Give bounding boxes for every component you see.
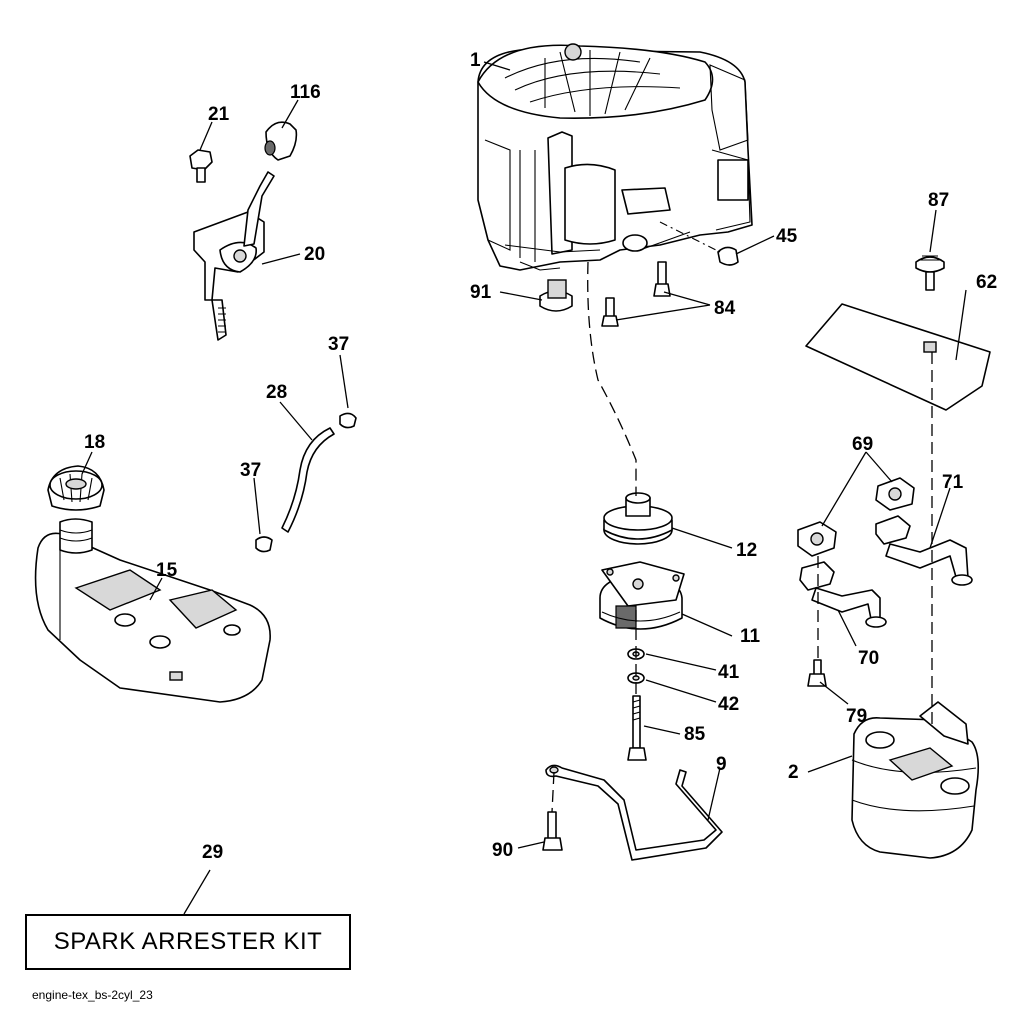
callout-12: 12 bbox=[736, 540, 757, 561]
callout-20: 20 bbox=[304, 244, 325, 265]
fuel-cap-part bbox=[47, 465, 105, 511]
electric-clutch-part bbox=[599, 561, 685, 630]
shield-screw-part bbox=[915, 255, 945, 291]
gaskets-part bbox=[797, 477, 915, 557]
callout-79: 79 bbox=[846, 706, 867, 727]
figure-identifier: engine-tex_bs-2cyl_23 bbox=[32, 988, 153, 1002]
callout-45: 45 bbox=[776, 226, 798, 247]
hose-clamp-lower-part bbox=[255, 536, 273, 553]
callout-71: 71 bbox=[942, 472, 964, 493]
callout-42: 42 bbox=[718, 694, 739, 715]
callout-70: 70 bbox=[858, 648, 879, 669]
callout-9: 9 bbox=[716, 754, 727, 775]
callout-85: 85 bbox=[684, 724, 706, 745]
throttle-knob-part bbox=[264, 121, 298, 161]
callout-2: 2 bbox=[788, 762, 799, 783]
callout-84: 84 bbox=[714, 298, 736, 319]
callout-37-lower: 37 bbox=[240, 460, 261, 481]
callout-15: 15 bbox=[156, 560, 178, 581]
heat-shield-part bbox=[805, 303, 991, 411]
throttle-screw-part bbox=[189, 149, 213, 183]
bracket-bolt-part bbox=[542, 811, 563, 851]
callout-41: 41 bbox=[718, 662, 740, 683]
callout-91: 91 bbox=[470, 282, 492, 303]
leader-lines bbox=[81, 61, 967, 915]
callout-11: 11 bbox=[740, 626, 761, 647]
callout-87: 87 bbox=[928, 190, 949, 211]
muffler-part bbox=[851, 701, 980, 859]
callout-90: 90 bbox=[492, 840, 513, 861]
throttle-control-assembly bbox=[193, 171, 275, 341]
exhaust-bolt-part bbox=[807, 659, 827, 687]
exhaust-pipe-70-part bbox=[799, 561, 887, 628]
engine-part bbox=[477, 43, 753, 271]
assembly-line-engine-pulley bbox=[587, 261, 637, 496]
callout-37-upper: 37 bbox=[328, 334, 349, 355]
callout-18: 18 bbox=[84, 432, 105, 453]
clutch-bracket-part bbox=[545, 764, 723, 861]
spacer-part bbox=[539, 279, 573, 312]
clutch-bolt-part bbox=[627, 695, 647, 761]
callout-69: 69 bbox=[852, 434, 873, 455]
connector-part bbox=[717, 246, 739, 266]
fuel-tank-part bbox=[34, 518, 271, 703]
exhaust-pipe-71-part bbox=[875, 515, 973, 586]
callout-62: 62 bbox=[976, 272, 997, 293]
hose-clamp-upper-part bbox=[339, 412, 357, 429]
fuel-line-part bbox=[281, 427, 335, 533]
spark-arrester-kit-label: SPARK ARRESTER KIT bbox=[25, 914, 351, 970]
callout-28: 28 bbox=[266, 382, 287, 403]
callout-29: 29 bbox=[202, 842, 223, 863]
assembly-line-engine-connector bbox=[659, 221, 721, 253]
callout-1: 1 bbox=[470, 50, 481, 71]
callout-21: 21 bbox=[208, 104, 230, 125]
pulley-part bbox=[603, 492, 673, 545]
assembly-line-bracket-bolt bbox=[551, 771, 555, 813]
callout-116: 116 bbox=[290, 82, 321, 103]
